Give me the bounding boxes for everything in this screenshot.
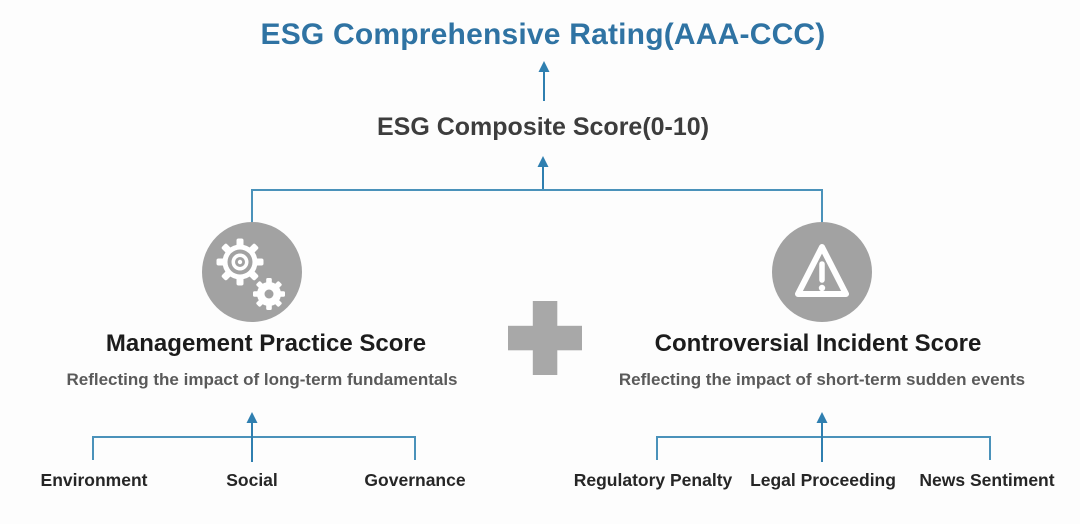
page-title: ESG Comprehensive Rating(AAA-CCC) — [260, 18, 826, 51]
arrow-factors-to-incident-icon — [816, 412, 828, 462]
factor-label-social: Social — [226, 470, 278, 490]
arrow-composite-to-rating-icon — [538, 61, 550, 101]
incident-factors-connector-bracket — [656, 436, 991, 460]
controversial-incident-score-subtitle: Reflecting the impact of short-term sudd… — [618, 370, 1026, 389]
large-gear — [216, 238, 264, 286]
factor-label-legal-proceeding: Legal Proceeding — [750, 470, 896, 490]
management-icon-circle — [202, 222, 302, 322]
incident-icon-circle — [772, 222, 872, 322]
factor-label-environment: Environment — [40, 470, 148, 490]
management-practice-score-title: Management Practice Score — [105, 330, 427, 357]
plus-icon — [508, 301, 582, 375]
management-practice-score-subtitle: Reflecting the impact of long-term funda… — [66, 370, 458, 389]
warning-icon — [795, 244, 849, 297]
branches-connector-bracket — [251, 189, 823, 223]
arrow-factors-to-management-icon — [246, 412, 258, 462]
arrow-branches-to-composite-icon — [537, 156, 549, 190]
factor-label-regulatory-penalty: Regulatory Penalty — [573, 470, 733, 490]
small-gear — [253, 278, 285, 310]
gears-icon — [216, 238, 285, 310]
factor-label-news-sentiment: News Sentiment — [919, 470, 1055, 490]
composite-score-label: ESG Composite Score(0-10) — [376, 113, 710, 141]
factor-label-governance: Governance — [364, 470, 466, 490]
controversial-incident-score-title: Controversial Incident Score — [654, 330, 982, 357]
esg-factors-connector-bracket — [92, 436, 416, 460]
